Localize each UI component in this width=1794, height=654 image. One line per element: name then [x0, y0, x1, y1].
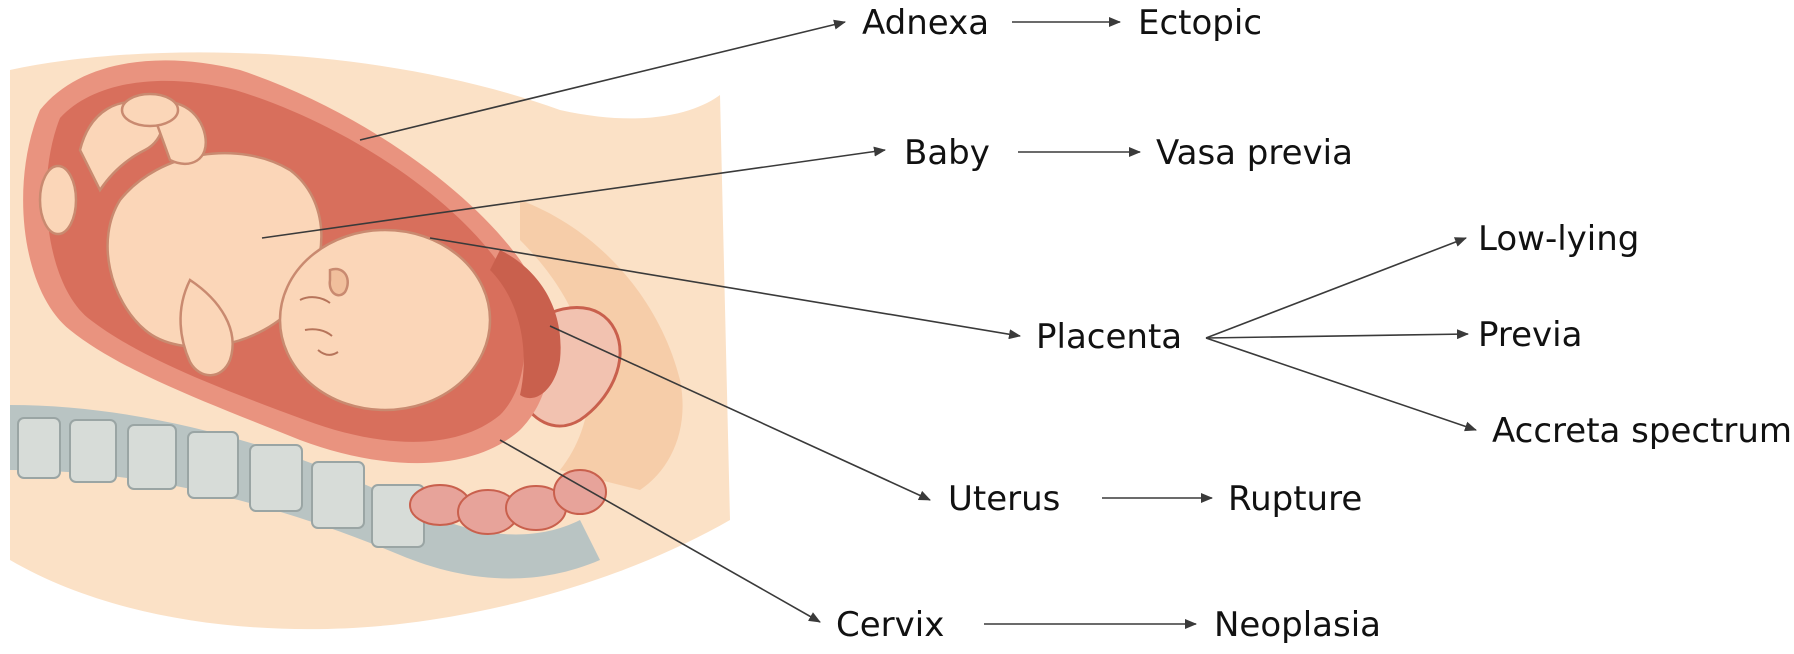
- label-uterus: Uterus: [948, 479, 1060, 519]
- label-previa: Previa: [1478, 315, 1582, 355]
- label-placenta: Placenta: [1036, 317, 1182, 357]
- label-vasa-previa: Vasa previa: [1156, 133, 1353, 173]
- label-accreta-spectrum: Accreta spectrum: [1492, 411, 1792, 451]
- anatomy-labels: Adnexa Baby Placenta Uterus Cervix: [836, 3, 1182, 645]
- arrow-placenta-accreta: [1206, 338, 1476, 430]
- label-baby: Baby: [904, 133, 990, 173]
- label-rupture: Rupture: [1228, 479, 1362, 519]
- arrow-placenta-low-lying: [1206, 238, 1466, 338]
- condition-labels: Ectopic Vasa previa Low-lying Previa Acc…: [1138, 3, 1792, 645]
- arrow-placenta-previa: [1206, 334, 1468, 338]
- label-low-lying: Low-lying: [1478, 219, 1639, 259]
- pregnancy-illustration: [10, 52, 730, 629]
- label-adnexa: Adnexa: [862, 3, 989, 43]
- label-cervix: Cervix: [836, 605, 944, 645]
- label-neoplasia: Neoplasia: [1214, 605, 1381, 645]
- label-ectopic: Ectopic: [1138, 3, 1262, 43]
